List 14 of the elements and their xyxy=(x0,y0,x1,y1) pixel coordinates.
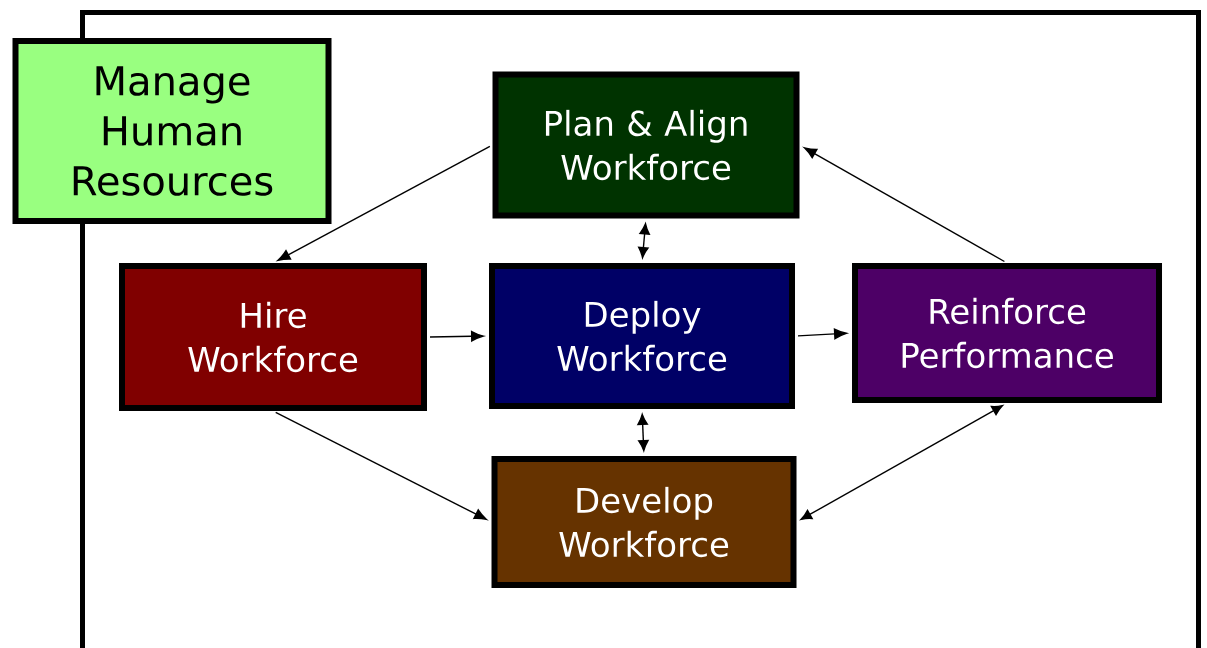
process-box: Hire Workforce xyxy=(119,263,427,411)
arrow xyxy=(637,413,649,452)
process-box: Plan & Align Workforce xyxy=(492,71,800,219)
arrow xyxy=(277,145,491,261)
process-box: Develop Workforce xyxy=(491,456,797,588)
arrow xyxy=(800,404,1004,521)
arrow xyxy=(638,223,650,259)
arrow xyxy=(803,147,1006,263)
title-box: Manage Human Resources xyxy=(12,38,332,224)
arrow xyxy=(275,411,488,521)
arrow xyxy=(797,328,847,340)
process-box: Reinforce Performance xyxy=(852,263,1162,403)
process-box: Deploy Workforce xyxy=(489,263,795,409)
arrow xyxy=(429,330,484,342)
